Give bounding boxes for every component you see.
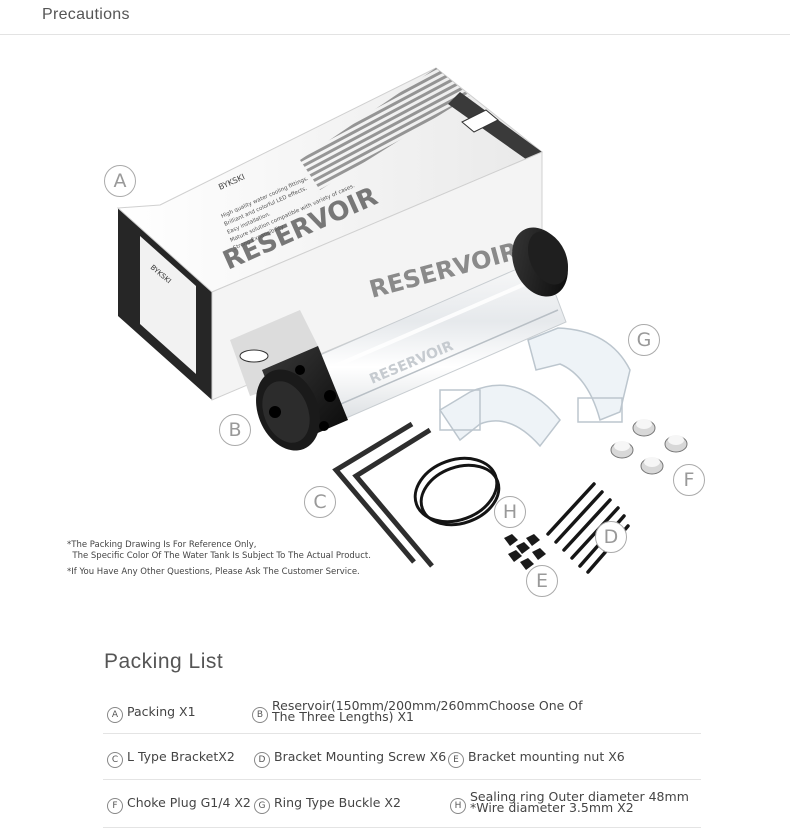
item-text-line: The Three Lengths) X1 xyxy=(272,709,414,724)
packing-list-title: Packing List xyxy=(104,650,224,673)
item-letter: A xyxy=(107,707,123,723)
reservoir-tube: RESERVOIR xyxy=(256,227,569,451)
item-text: Ring Type Buckle X2 xyxy=(274,795,401,810)
note-line: *If You Have Any Other Questions, Please… xyxy=(67,567,360,577)
item-text-line: *Wire diameter 3.5mm X2 xyxy=(470,800,634,815)
callout-d: D xyxy=(595,521,627,553)
note-line: The Specific Color Of The Water Tank Is … xyxy=(67,551,371,561)
packing-item: D Bracket Mounting Screw X6 xyxy=(254,749,447,768)
callout-b: B xyxy=(219,414,251,446)
item-text: Choke Plug G1/4 X2 xyxy=(127,795,251,810)
choke-plugs xyxy=(610,419,688,475)
item-text: Bracket Mounting Screw X6 xyxy=(274,749,447,764)
item-text: L Type BracketX2 xyxy=(127,749,235,764)
item-letter: C xyxy=(107,752,123,768)
packing-item: E Bracket mounting nut X6 xyxy=(448,749,625,768)
page-header: Precautions xyxy=(0,0,790,35)
callout-a: A xyxy=(104,165,136,197)
item-letter: H xyxy=(450,798,466,814)
packing-box: BYKSKI RESERVOIR BYKSKI High quality wat… xyxy=(116,67,543,401)
packing-item: A Packing X1 xyxy=(107,704,196,723)
item-letter: B xyxy=(252,707,268,723)
logo-icon xyxy=(239,349,269,363)
packing-row-divider xyxy=(103,827,701,828)
packing-item: C L Type BracketX2 xyxy=(107,749,235,768)
ring-buckles xyxy=(438,327,631,448)
packing-item: H Sealing ring Outer diameter 48mm *Wire… xyxy=(450,789,689,815)
item-letter: D xyxy=(254,752,270,768)
item-text-line: Reservoir(150mm/200mm/260mmChoose One Of xyxy=(272,698,583,713)
callout-e: E xyxy=(526,565,558,597)
packing-row-divider xyxy=(103,733,701,734)
section-title: Precautions xyxy=(42,6,130,23)
l-brackets xyxy=(332,421,434,568)
packing-row-divider xyxy=(103,779,701,780)
item-text-line: Sealing ring Outer diameter 48mm xyxy=(470,789,689,804)
packing-item: B Reservoir(150mm/200mm/260mmChoose One … xyxy=(252,698,583,724)
product-drawing: BYKSKI RESERVOIR BYKSKI High quality wat… xyxy=(116,67,688,574)
callout-c: C xyxy=(304,486,336,518)
note-line: *The Packing Drawing Is For Reference On… xyxy=(67,540,257,550)
packing-item: G Ring Type Buckle X2 xyxy=(254,795,401,814)
item-letter: G xyxy=(254,798,270,814)
packing-item: F Choke Plug G1/4 X2 xyxy=(107,795,251,814)
mounting-nuts xyxy=(504,534,546,570)
item-text: Bracket mounting nut X6 xyxy=(468,749,625,764)
item-text: Packing X1 xyxy=(127,704,196,719)
callout-g: G xyxy=(628,324,660,356)
callout-f: F xyxy=(673,464,705,496)
callout-h: H xyxy=(494,496,526,528)
reservoir-top-cap xyxy=(256,346,348,451)
item-letter: E xyxy=(448,752,464,768)
sealing-rings xyxy=(413,456,501,527)
product-illustration: BYKSKI RESERVOIR BYKSKI High quality wat… xyxy=(0,40,790,610)
item-letter: F xyxy=(107,798,123,814)
item-text: Reservoir(150mm/200mm/260mmChoose One Of… xyxy=(272,698,583,724)
item-text: Sealing ring Outer diameter 48mm *Wire d… xyxy=(470,789,689,815)
